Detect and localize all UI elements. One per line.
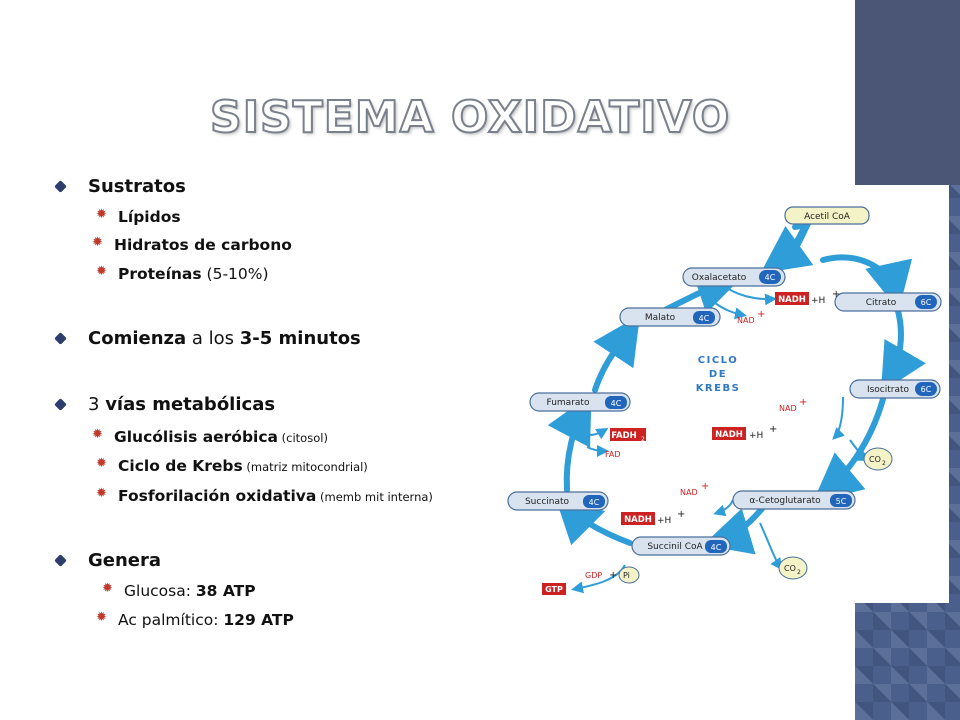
svg-text:Malato: Malato — [645, 313, 676, 323]
node-succinato: Succinato 4C — [507, 491, 609, 511]
node-citrato: Citrato 6C — [834, 292, 942, 312]
nad-label-cetoglutarato: NAD + — [680, 481, 709, 497]
node-fumarato: Fumarato 4C — [529, 392, 631, 412]
co2-cetoglutarato: CO 2 — [778, 556, 808, 580]
node-succinil-coa: Succinil CoA 4C — [631, 536, 731, 556]
krebs-cycle-diagram: Acetil CoA Oxalacetato 4C Citrato 6C Mal… — [505, 185, 949, 603]
bullet-genera: Genera — [58, 550, 161, 571]
node-cetoglutarato: α-Cetoglutarato 5C — [732, 490, 856, 510]
svg-text:α-Cetoglutarato: α-Cetoglutarato — [749, 496, 821, 506]
fadh2-box: FADH 2 — [610, 428, 646, 443]
node-isocitrato: Isocitrato 6C — [849, 379, 941, 399]
bullet-fosforilacion: Fosforilación oxidativa (memb mit intern… — [96, 486, 433, 505]
svg-text:+: + — [609, 570, 617, 581]
gtp-box: GTP — [542, 583, 566, 595]
bullet-lipidos: Lípidos — [96, 207, 180, 226]
svg-text:KREBS: KREBS — [696, 383, 741, 394]
svg-text:+: + — [832, 289, 840, 300]
nadh-box-citrato: NADH +H + — [775, 289, 840, 306]
svg-text:Isocitrato: Isocitrato — [867, 385, 910, 395]
svg-text:NADH: NADH — [624, 515, 652, 525]
svg-text:Fumarato: Fumarato — [547, 398, 590, 408]
nad-label-isocitrato: NAD + — [779, 397, 807, 413]
svg-text:4C: 4C — [711, 543, 722, 552]
svg-text:Oxalacetato: Oxalacetato — [692, 273, 747, 283]
bullet-palmitico: Ac palmítico: 129 ATP — [96, 610, 294, 629]
fad-label: FAD — [605, 450, 621, 459]
cycle-center-label: CICLO DE KREBS — [696, 355, 741, 394]
svg-text:4C: 4C — [699, 314, 710, 323]
bullet-hidratos: Hidratos de carbono — [92, 235, 292, 254]
svg-text:Pi: Pi — [623, 571, 630, 580]
node-oxalacetato: Oxalacetato 4C — [682, 267, 786, 287]
bullet-krebs: Ciclo de Krebs (matriz mitocondrial) — [96, 456, 368, 475]
svg-text:6C: 6C — [921, 298, 932, 307]
bullet-proteinas: Proteínas (5-10%) — [96, 264, 268, 283]
svg-text:+: + — [677, 509, 685, 520]
side-strip-dark-block — [855, 0, 960, 185]
svg-text:NAD: NAD — [680, 488, 698, 497]
bullet-glucosa: Glucosa: 38 ATP — [102, 581, 256, 600]
svg-text:NAD: NAD — [779, 404, 797, 413]
node-malato: Malato 4C — [619, 307, 721, 327]
svg-text:NAD: NAD — [737, 316, 755, 325]
gdp-pi-label: GDP + Pi — [585, 566, 640, 584]
nadh-box-isocitrato: NADH +H + — [712, 424, 777, 441]
svg-text:NADH: NADH — [778, 295, 806, 305]
svg-text:Citrato: Citrato — [866, 298, 897, 308]
svg-text:+H: +H — [657, 516, 671, 526]
cycle-arrows — [547, 212, 926, 555]
svg-text:DE: DE — [709, 369, 727, 380]
svg-text:CO: CO — [784, 564, 796, 573]
svg-text:+: + — [799, 397, 807, 408]
svg-text:4C: 4C — [765, 273, 776, 282]
svg-text:CO: CO — [869, 455, 881, 464]
svg-text:Acetil CoA: Acetil CoA — [804, 212, 851, 222]
svg-text:+H: +H — [811, 296, 825, 306]
bullet-glucolisis: Glucólisis aeróbica (citosol) — [92, 427, 328, 446]
svg-text:+: + — [769, 424, 777, 435]
slide-title: SISTEMA OXIDATIVO — [209, 91, 731, 144]
svg-text:6C: 6C — [921, 385, 932, 394]
svg-text:GDP: GDP — [585, 571, 602, 580]
svg-text:NADH: NADH — [715, 430, 743, 440]
svg-text:4C: 4C — [589, 498, 600, 507]
svg-text:CICLO: CICLO — [698, 355, 738, 366]
bullet-sustratos: Sustratos — [58, 176, 186, 197]
nadh-box-cetoglutarato: NADH +H + — [621, 509, 685, 526]
svg-text:4C: 4C — [611, 399, 622, 408]
svg-text:2: 2 — [797, 569, 801, 576]
svg-text:Succinato: Succinato — [525, 497, 570, 507]
nad-label-malato: NAD + — [737, 309, 765, 325]
node-acetil-coa: Acetil CoA — [784, 206, 870, 225]
svg-text:2: 2 — [882, 460, 886, 467]
svg-text:Succinil CoA: Succinil CoA — [647, 542, 703, 552]
bullet-vias: 3 vías metabólicas — [58, 394, 275, 415]
svg-text:5C: 5C — [836, 497, 847, 506]
svg-text:+: + — [757, 309, 765, 320]
svg-text:+H: +H — [749, 431, 763, 441]
svg-text:+: + — [701, 481, 709, 492]
co2-isocitrato: CO 2 — [863, 447, 893, 471]
svg-text:GTP: GTP — [545, 585, 563, 594]
svg-text:2: 2 — [641, 436, 645, 443]
bullet-comienza: Comienza a los 3-5 minutos — [58, 328, 361, 349]
svg-text:FADH: FADH — [611, 431, 637, 441]
